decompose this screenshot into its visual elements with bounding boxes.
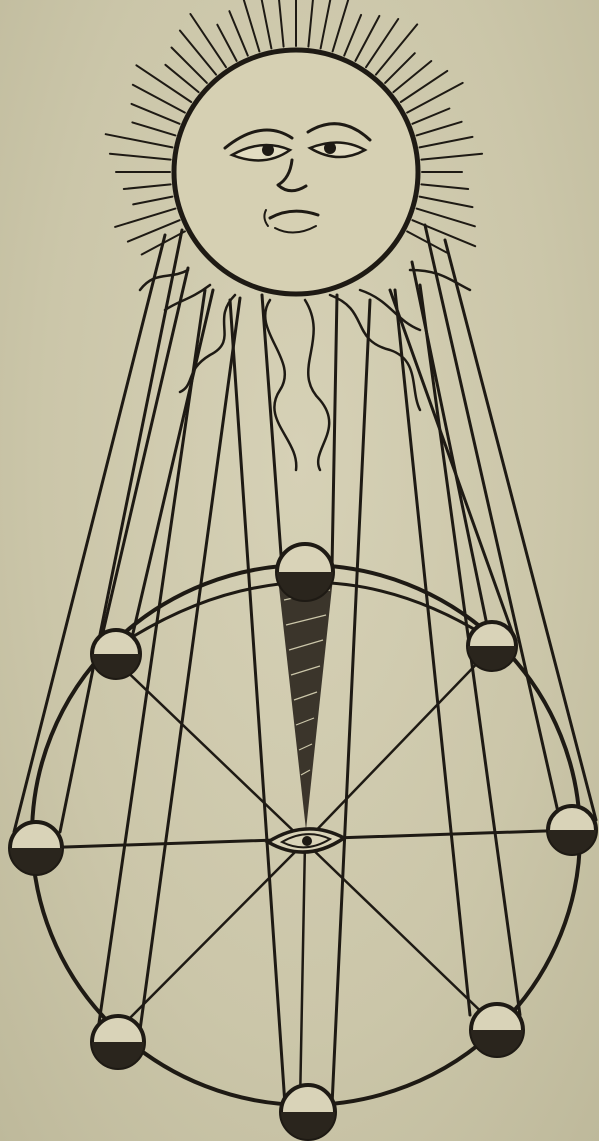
eye-icon (268, 829, 344, 852)
moon-bottom (281, 1085, 335, 1139)
sun-ray (217, 25, 236, 61)
sun-ray (124, 184, 171, 189)
sun-ray (407, 83, 463, 113)
sun-ray (259, 0, 271, 48)
sun-ray (344, 15, 361, 56)
sun-face-icon (174, 50, 418, 294)
sun-ray (412, 109, 449, 124)
sun-ray (421, 184, 468, 189)
sun-ray (110, 154, 171, 160)
sun-ray (172, 48, 207, 83)
sun-ray (420, 137, 473, 148)
sun-ray (417, 122, 462, 136)
moon-left (10, 822, 62, 874)
sun-ray (136, 65, 191, 102)
sun-ray (115, 209, 175, 227)
moon-right (548, 806, 596, 854)
sun-ray (106, 134, 173, 147)
moon-lower-right (471, 1004, 523, 1056)
sun-ray (190, 14, 226, 67)
moon-upper-left (92, 630, 140, 678)
sun-ray (133, 197, 172, 205)
moon-upper-right (468, 622, 516, 670)
sun-ray (277, 0, 284, 47)
sun-ray (229, 11, 247, 55)
sun-ray (366, 19, 398, 67)
moon-lower-left (92, 1016, 144, 1068)
sun-ray (321, 0, 333, 48)
sun-ray (132, 122, 175, 135)
sun-ray (393, 61, 431, 92)
sun-ray (244, 0, 260, 51)
sun-ray (421, 154, 482, 160)
sun-ray (308, 0, 313, 47)
sun-ray (180, 31, 216, 75)
sun-ray (376, 24, 417, 74)
sun-ray (420, 197, 473, 208)
moon-top (277, 544, 333, 600)
sun-ray (401, 71, 448, 102)
